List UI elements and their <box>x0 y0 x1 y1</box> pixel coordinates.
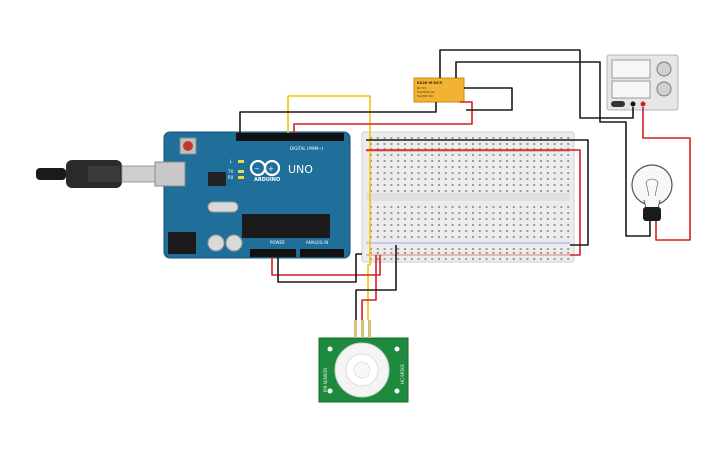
wire-red-rail-top[interactable] <box>366 149 581 256</box>
svg-text:+: + <box>268 165 274 173</box>
led-label-l: L <box>230 159 233 164</box>
arduino-logo-text: ARDUINO <box>254 177 280 183</box>
pir-right-label: HC-SR501 <box>400 363 405 384</box>
analog-label: ANALOG IN <box>306 240 328 245</box>
ps-negative-terminal[interactable] <box>630 101 636 107</box>
pir-sensor[interactable]: PIR SENSOR HC-SR501 <box>318 320 409 403</box>
usb-cable <box>36 160 157 188</box>
arduino-model-label: UNO <box>288 163 313 176</box>
wire-black-pir-gnd[interactable] <box>355 245 397 320</box>
relay-label-ac: 5A/250V AC <box>417 90 435 94</box>
light-bulb[interactable] <box>631 164 673 221</box>
led-label-tx: TX <box>227 169 233 174</box>
relay-label-voltage: DC 5V <box>417 86 427 90</box>
microcontroller-chip <box>242 214 330 238</box>
digital-label: DIGITAL (PWM~) <box>290 146 324 151</box>
wire-red-ps-bulb[interactable] <box>642 107 691 241</box>
wire-red-arduino-relay[interactable] <box>293 101 473 133</box>
wire-black-relay-ps[interactable] <box>439 49 634 119</box>
wire-black-relay-bulb[interactable] <box>455 61 651 237</box>
power-label: POWER <box>270 240 285 245</box>
breadboard[interactable] <box>361 131 575 263</box>
ps-power-switch[interactable] <box>611 101 625 107</box>
ps-current-knob[interactable] <box>656 81 672 97</box>
relay-label-model: KS2E-M-DC5 <box>417 81 443 85</box>
wire-black-rail-top[interactable] <box>366 139 589 246</box>
relay-module[interactable]: KS2E-M-DC5 DC 5V 5A/250V AC 5A/30V DC <box>413 77 465 103</box>
arduino-uno-board[interactable]: L TX RX − + ARDUINO UNO DIGITAL (PWM~) P… <box>154 131 351 259</box>
led-label-rx: RX <box>228 175 234 180</box>
ps-display-voltage <box>611 59 651 79</box>
ps-positive-terminal[interactable] <box>640 101 646 107</box>
power-header <box>250 249 296 257</box>
svg-text:−: − <box>254 165 260 173</box>
ps-display-current <box>611 80 651 99</box>
arduino-logo: − + <box>249 159 281 177</box>
pir-left-label: PIR SENSOR <box>323 368 328 392</box>
wires <box>239 49 691 320</box>
wire-black-gnd-top[interactable] <box>239 102 437 133</box>
wire-red-pir-vcc[interactable] <box>361 255 377 320</box>
digital-header <box>236 133 344 141</box>
wire-black-relay-right[interactable] <box>464 87 513 111</box>
breadboard-holes <box>370 137 570 260</box>
analog-header <box>300 249 344 257</box>
wire-black-gnd-bottom[interactable] <box>277 253 362 283</box>
wire-red-5v[interactable] <box>271 255 381 276</box>
wire-yellow-signal[interactable] <box>287 95 371 320</box>
ps-voltage-knob[interactable] <box>656 61 672 77</box>
bulb-socket <box>643 207 661 221</box>
relay-label-dc: 5A/30V DC <box>417 94 433 98</box>
reset-button[interactable] <box>183 141 193 151</box>
power-supply[interactable] <box>606 54 679 111</box>
